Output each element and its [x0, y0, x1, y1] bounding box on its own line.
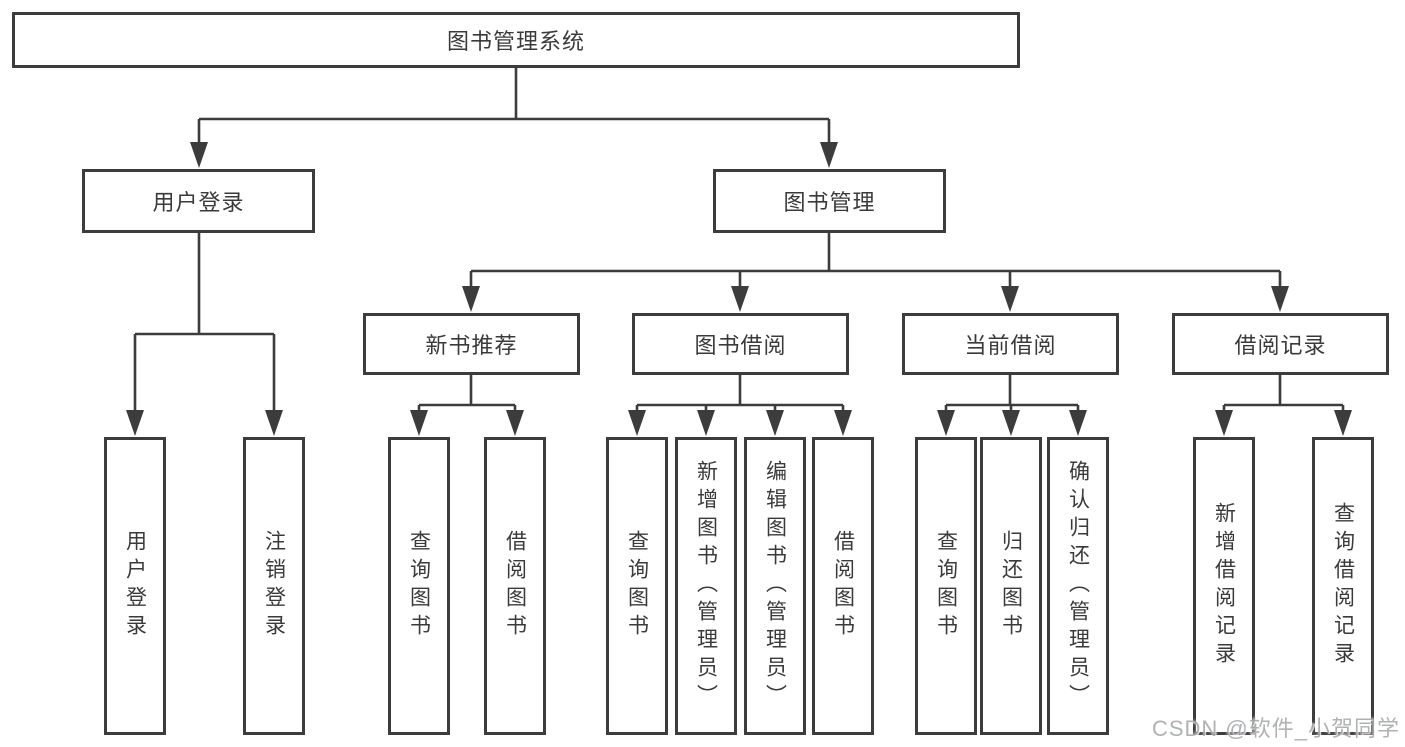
leaf-edit-books-admin: 编辑图书（管理员） [744, 437, 806, 735]
leaf-add-borrow-record-label: 新增借阅记录 [1212, 502, 1236, 670]
node-new-book-recommend: 新书推荐 [363, 313, 580, 375]
arrowhead-icon [937, 410, 955, 436]
arrowhead-icon [1001, 286, 1019, 312]
leaf-return-books: 归还图书 [980, 437, 1042, 735]
node-book-management-label: 图书管理 [783, 190, 876, 215]
arrowhead-icon [697, 410, 715, 436]
arrowhead-icon [1002, 410, 1020, 436]
leaf-add-books-admin: 新增图书（管理员） [675, 437, 737, 735]
node-book-borrowing-label: 图书借阅 [694, 333, 787, 358]
arrowhead-icon [126, 410, 144, 436]
leaf-borrow-books-borrowing: 借阅图书 [812, 437, 874, 735]
branch-book-borrowing [628, 375, 852, 436]
csdn-watermark: CSDN @软件_小贺同学 [1151, 716, 1400, 741]
leaf-add-borrow-record: 新增借阅记录 [1193, 437, 1255, 735]
node-book-borrowing: 图书借阅 [632, 313, 849, 375]
arrowhead-icon [1334, 410, 1352, 436]
leaf-confirm-return-admin-label: 确认归还（管理员） [1066, 460, 1090, 712]
node-user-login-label: 用户登录 [152, 190, 245, 215]
arrowhead-icon [1215, 410, 1233, 436]
leaf-query-books-recommend: 查询图书 [388, 437, 450, 735]
branch-book-management [462, 233, 1289, 312]
leaf-borrow-books-recommend-label: 借阅图书 [503, 530, 527, 642]
arrowhead-icon [766, 410, 784, 436]
node-book-management: 图书管理 [713, 169, 946, 233]
leaf-query-books-current-label: 查询图书 [934, 530, 958, 642]
node-current-borrowing: 当前借阅 [902, 313, 1119, 375]
node-root-label: 图书管理系统 [446, 29, 585, 54]
trunk-root-to-level2 [190, 68, 838, 168]
arrowhead-icon [1069, 410, 1087, 436]
node-root: 图书管理系统 [12, 12, 1020, 68]
arrowhead-icon [410, 410, 428, 436]
leaf-borrow-books-recommend: 借阅图书 [484, 437, 546, 735]
arrowhead-icon [731, 286, 749, 312]
branch-current-borrowing [937, 375, 1087, 436]
node-user-login: 用户登录 [82, 169, 315, 233]
branch-user-login [126, 233, 283, 436]
branch-new-book-recommend [410, 375, 524, 436]
arrowhead-icon [1271, 286, 1289, 312]
leaf-confirm-return-admin: 确认归还（管理员） [1047, 437, 1109, 735]
leaf-query-books-borrowing-label: 查询图书 [625, 530, 649, 642]
leaf-user-login: 用户登录 [104, 437, 166, 735]
arrowhead-icon [820, 142, 838, 168]
arrowhead-icon [628, 410, 646, 436]
arrowhead-icon [265, 410, 283, 436]
leaf-logout-login-label: 注销登录 [262, 530, 286, 642]
leaf-query-borrow-record-label: 查询借阅记录 [1331, 502, 1355, 670]
node-borrowing-records: 借阅记录 [1172, 313, 1389, 375]
leaf-add-books-admin-label: 新增图书（管理员） [694, 460, 718, 712]
leaf-logout-login: 注销登录 [243, 437, 305, 735]
arrowhead-icon [506, 410, 524, 436]
leaf-user-login-label: 用户登录 [123, 530, 147, 642]
node-borrowing-records-label: 借阅记录 [1234, 333, 1327, 358]
leaf-query-books-borrowing: 查询图书 [606, 437, 668, 735]
leaf-edit-books-admin-label: 编辑图书（管理员） [763, 460, 787, 712]
leaf-query-borrow-record: 查询借阅记录 [1312, 437, 1374, 735]
leaf-query-books-recommend-label: 查询图书 [407, 530, 431, 642]
branch-borrowing-records [1215, 375, 1352, 436]
arrowhead-icon [834, 410, 852, 436]
node-new-book-recommend-label: 新书推荐 [425, 333, 518, 358]
leaf-query-books-current: 查询图书 [915, 437, 977, 735]
leaf-return-books-label: 归还图书 [999, 530, 1023, 642]
arrowhead-icon [190, 142, 208, 168]
leaf-borrow-books-borrowing-label: 借阅图书 [831, 530, 855, 642]
node-current-borrowing-label: 当前借阅 [964, 333, 1057, 358]
arrowhead-icon [462, 286, 480, 312]
